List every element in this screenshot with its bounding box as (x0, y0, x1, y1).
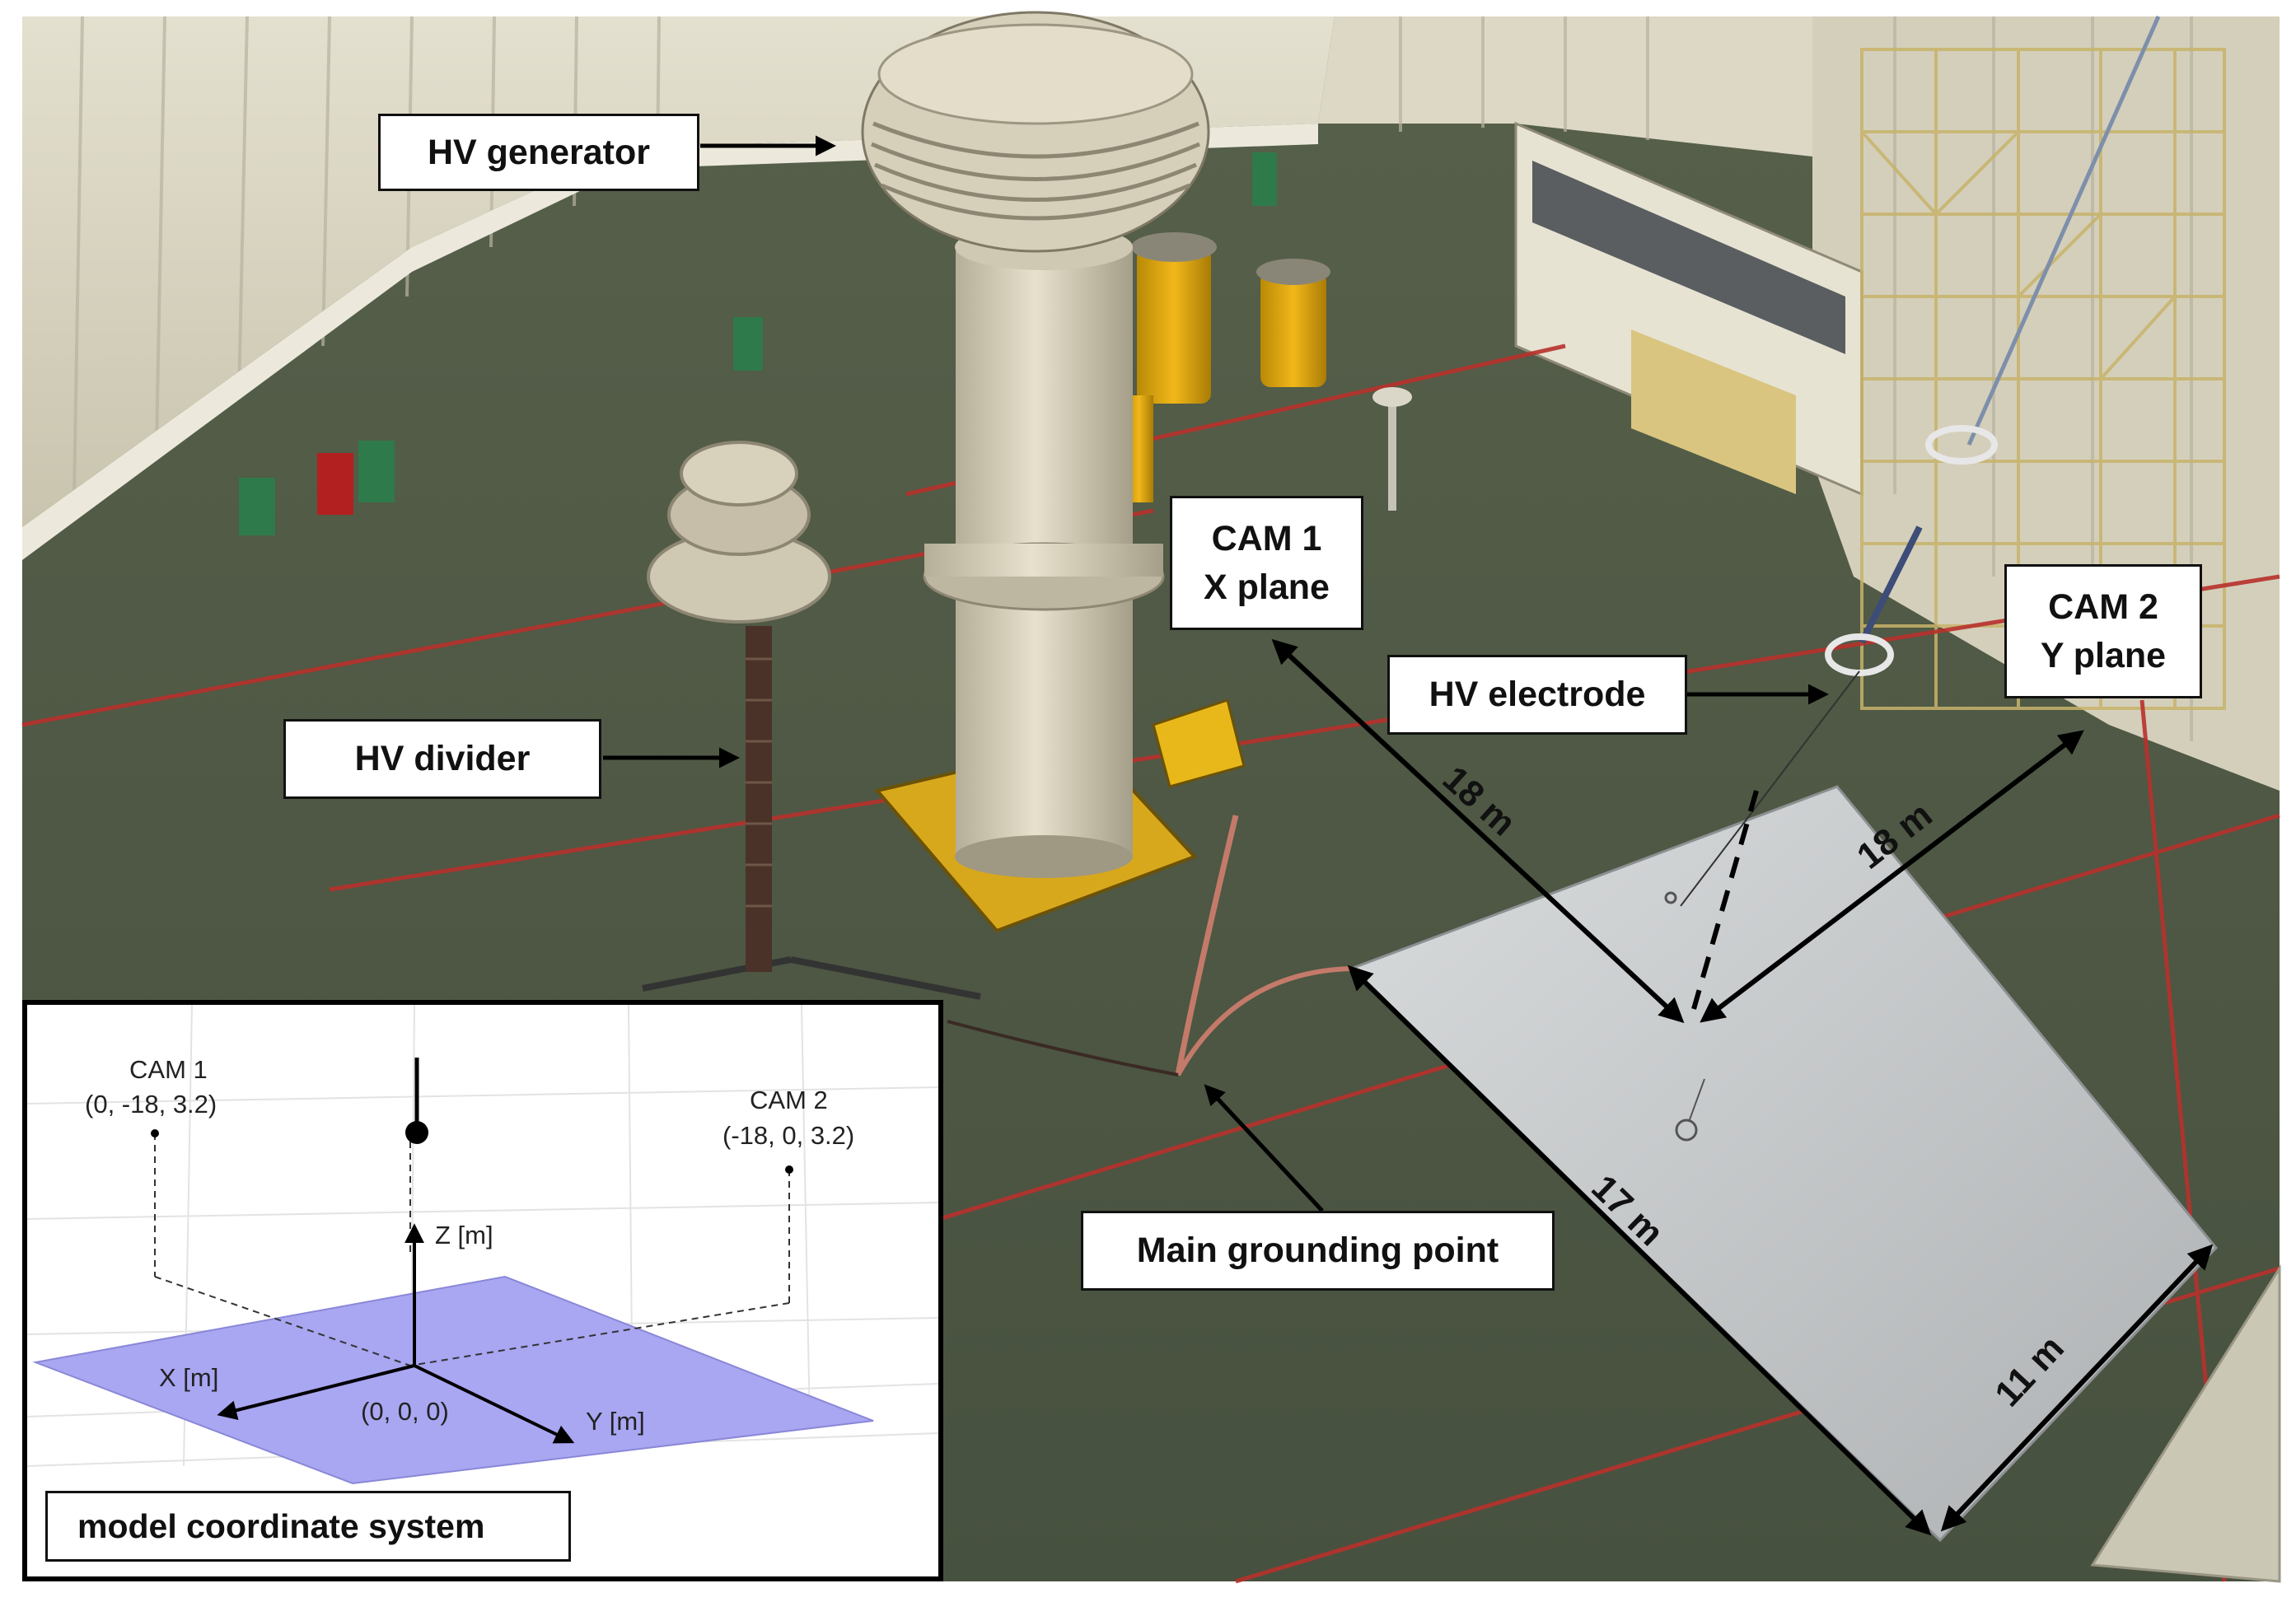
cam1-label-line1: CAM 1 (1211, 519, 1322, 559)
hv-electrode-text: HV electrode (1429, 675, 1646, 715)
hv-electrode-label: HV electrode (1387, 655, 1687, 735)
inset-y-axis-label: Y [m] (586, 1407, 645, 1436)
ground-plane (32, 1275, 874, 1485)
inset-cam2-name: CAM 2 (750, 1086, 828, 1114)
inset-origin-label: (0, 0, 0) (361, 1397, 449, 1426)
left-wall (22, 16, 1335, 527)
inset-caption-text: model coordinate system (77, 1506, 485, 1545)
cam1-label: CAM 1 X plane (1170, 496, 1363, 630)
inset-caption: model coordinate system (45, 1491, 571, 1562)
cam2-label: CAM 2 Y plane (2004, 564, 2202, 698)
inset-cam2-coords: (-18, 0, 3.2) (722, 1121, 855, 1150)
inset-cam1-name: CAM 1 (129, 1055, 208, 1084)
hv-generator-text: HV generator (427, 132, 650, 172)
hv-divider-label: HV divider (283, 719, 601, 799)
cam2-label-line2: Y plane (2040, 635, 2167, 675)
main-grounding-label: Main grounding point (1081, 1211, 1555, 1291)
coordinate-system-inset: CAM 1 (0, -18, 3.2) CAM 2 (-18, 0, 3.2) … (22, 1000, 943, 1581)
coordinate-plot (27, 1005, 938, 1485)
main-grounding-text: Main grounding point (1136, 1231, 1499, 1271)
hv-generator (861, 11, 1210, 933)
hv-generator-label: HV generator (378, 114, 699, 191)
cam2-label-line1: CAM 2 (2048, 587, 2158, 628)
inset-z-axis-label: Z [m] (435, 1221, 493, 1249)
hv-divider-text: HV divider (354, 739, 531, 779)
hv-divider (642, 441, 981, 1000)
cam1-label-line2: X plane (1204, 567, 1330, 607)
inset-cam1-coords: (0, -18, 3.2) (85, 1090, 217, 1119)
inset-x-axis-label: X [m] (159, 1363, 219, 1392)
